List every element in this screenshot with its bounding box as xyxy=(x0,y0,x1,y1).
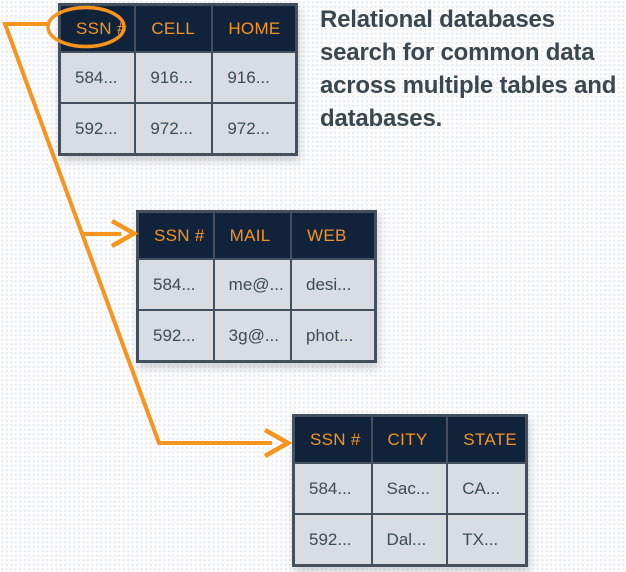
cell-city: Sac... xyxy=(370,462,449,515)
table-row: 592... Dal... TX... xyxy=(292,513,528,567)
cell-ssn: 584... xyxy=(58,51,137,104)
table-row: 584... Sac... CA... xyxy=(292,462,528,515)
cell-mail: me@... xyxy=(212,258,293,311)
column-header-cell: CELL xyxy=(134,3,214,53)
cell-city: Dal... xyxy=(370,513,449,567)
column-header-state: STATE xyxy=(446,414,528,464)
caption-text: Relational databases search for common d… xyxy=(320,6,617,132)
cell-cell-phone: 972... xyxy=(134,102,214,156)
cell-mail: 3g@... xyxy=(212,309,293,363)
table-header-row: SSN # CELL HOME xyxy=(58,3,298,53)
cell-web: phot... xyxy=(290,309,377,363)
cell-ssn: 584... xyxy=(292,462,373,515)
cell-web: desi... xyxy=(290,258,377,311)
table-row: 592... 3g@... phot... xyxy=(136,309,377,363)
cell-ssn: 592... xyxy=(292,513,373,567)
column-header-ssn: SSN # xyxy=(292,414,373,464)
cell-home-phone: 916... xyxy=(211,51,298,104)
column-header-ssn: SSN # xyxy=(58,3,137,53)
cell-home-phone: 972... xyxy=(211,102,298,156)
arrowhead-mail-table-icon xyxy=(110,219,139,248)
location-table: SSN # CITY STATE 584... Sac... CA... 592… xyxy=(292,414,528,567)
column-header-web: WEB xyxy=(290,210,377,260)
table-header-row: SSN # CITY STATE xyxy=(292,414,528,464)
cell-ssn: 592... xyxy=(136,309,215,363)
table-header-row: SSN # MAIL WEB xyxy=(136,210,377,260)
table-row: 584... 916... 916... xyxy=(58,51,298,104)
column-header-ssn: SSN # xyxy=(136,210,215,260)
table-row: 592... 972... 972... xyxy=(58,102,298,156)
cell-state: TX... xyxy=(446,513,528,567)
cell-ssn: 592... xyxy=(58,102,137,156)
arrowhead-location-table-icon xyxy=(263,428,293,458)
column-header-home: HOME xyxy=(211,3,298,53)
cell-state: CA... xyxy=(446,462,528,515)
table-row: 584... me@... desi... xyxy=(136,258,377,311)
phone-table: SSN # CELL HOME 584... 916... 916... 592… xyxy=(58,3,298,156)
column-header-mail: MAIL xyxy=(212,210,293,260)
cell-cell-phone: 916... xyxy=(134,51,214,104)
cell-ssn: 584... xyxy=(136,258,215,311)
column-header-city: CITY xyxy=(370,414,449,464)
mail-table: SSN # MAIL WEB 584... me@... desi... 592… xyxy=(136,210,377,363)
